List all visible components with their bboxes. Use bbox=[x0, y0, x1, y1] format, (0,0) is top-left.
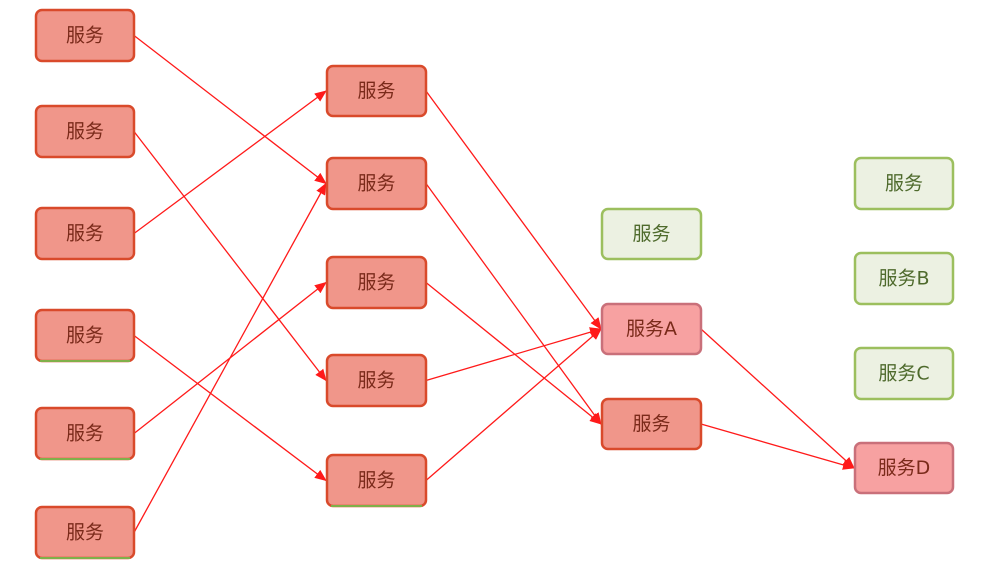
service-node-label: 服务 bbox=[357, 173, 395, 195]
service-node-label: 服务 bbox=[357, 470, 395, 492]
service-node-label: 服务 bbox=[357, 370, 395, 392]
service-node-c2r2[interactable]: 服务 bbox=[325, 156, 428, 211]
service-node-svcD[interactable]: 服务D bbox=[853, 441, 955, 495]
service-node-label: 服务A bbox=[626, 318, 677, 340]
edge-c1r1-to-c2r2 bbox=[133, 34, 327, 185]
service-node-c3top[interactable]: 服务 bbox=[600, 207, 703, 261]
service-node-svcC[interactable]: 服务C bbox=[853, 346, 955, 401]
service-node-label: 服务 bbox=[357, 272, 395, 294]
service-node-label: 服务 bbox=[66, 25, 104, 47]
service-node-c2r3[interactable]: 服务 bbox=[325, 255, 428, 310]
service-node-label: 服务 bbox=[885, 173, 923, 195]
service-node-c1r5[interactable]: 服务 bbox=[34, 406, 136, 461]
service-node-box bbox=[853, 441, 955, 495]
service-node-box bbox=[325, 156, 428, 211]
service-node-label: 服务B bbox=[878, 268, 929, 290]
service-node-box bbox=[34, 8, 136, 63]
edge-c3bot-to-svcD bbox=[700, 423, 855, 470]
edge-c2r1-to-svcA bbox=[425, 90, 602, 330]
edge-c2r4-to-svcA bbox=[425, 327, 602, 382]
service-node-box bbox=[853, 251, 955, 306]
service-node-label: 服务D bbox=[878, 457, 931, 479]
service-node-c1r6[interactable]: 服务 bbox=[34, 505, 136, 560]
edge-c1r3-to-c2r1 bbox=[133, 90, 327, 235]
service-node-label: 服务 bbox=[66, 223, 104, 245]
edge-c2r5-to-svcA bbox=[425, 328, 602, 481]
service-node-c1r2[interactable]: 服务 bbox=[34, 104, 136, 159]
service-node-label: 服务 bbox=[632, 413, 670, 435]
edge-c1r2-to-c2r4 bbox=[133, 131, 327, 382]
service-node-box bbox=[600, 397, 703, 451]
service-node-box bbox=[853, 156, 955, 211]
edge-c2r3-to-c3bot bbox=[425, 281, 602, 425]
service-node-box bbox=[600, 207, 703, 261]
service-node-c1r3[interactable]: 服务 bbox=[34, 206, 136, 261]
edge-svcA-to-svcD bbox=[700, 328, 855, 469]
service-node-label: 服务 bbox=[66, 121, 104, 143]
service-node-box bbox=[325, 353, 428, 408]
service-node-svcB[interactable]: 服务B bbox=[853, 251, 955, 306]
edge-c1r6-to-c2r2 bbox=[133, 182, 327, 533]
service-node-c2r1[interactable]: 服务 bbox=[325, 64, 428, 118]
service-node-box bbox=[325, 255, 428, 310]
service-node-svcA[interactable]: 服务A bbox=[600, 302, 703, 356]
service-node-box bbox=[600, 302, 703, 356]
service-node-label: 服务 bbox=[66, 522, 104, 544]
service-node-c3bot[interactable]: 服务 bbox=[600, 397, 703, 451]
edge-c2r2-to-c3bot bbox=[425, 183, 602, 425]
service-node-label: 服务 bbox=[66, 325, 104, 347]
service-node-c1r4[interactable]: 服务 bbox=[34, 308, 136, 363]
edges-layer bbox=[133, 34, 855, 533]
service-node-c2r4[interactable]: 服务 bbox=[325, 353, 428, 408]
service-node-label: 服务 bbox=[632, 223, 670, 245]
service-node-c1r1[interactable]: 服务 bbox=[34, 8, 136, 63]
edge-c1r4-to-c2r5 bbox=[133, 334, 327, 482]
service-node-box bbox=[34, 206, 136, 261]
service-node-label: 服务C bbox=[878, 363, 929, 385]
service-node-box bbox=[34, 104, 136, 159]
service-node-box bbox=[853, 346, 955, 401]
service-node-label: 服务 bbox=[66, 423, 104, 445]
service-node-box bbox=[325, 64, 428, 118]
service-node-c2r5[interactable]: 服务 bbox=[325, 453, 428, 508]
service-node-c4r1[interactable]: 服务 bbox=[853, 156, 955, 211]
service-node-label: 服务 bbox=[357, 80, 395, 102]
